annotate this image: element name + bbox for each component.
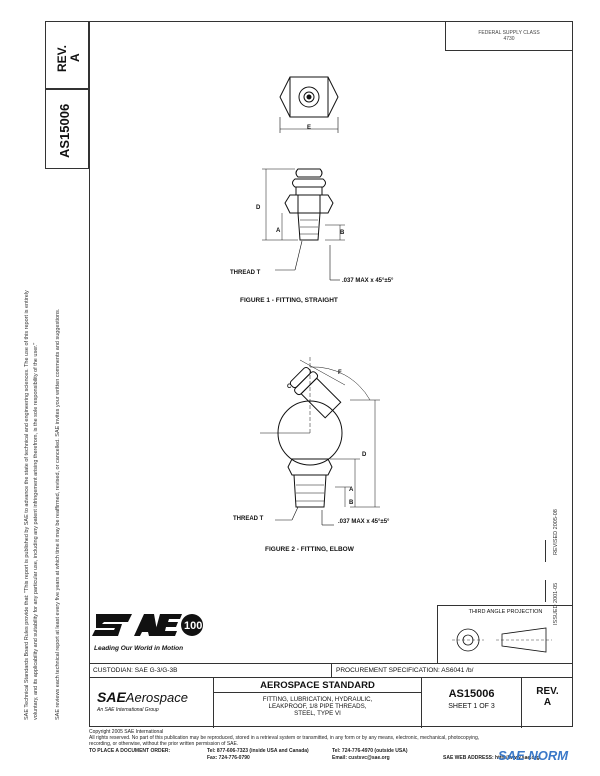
footer-web: SAE WEB ADDRESS: http://www.sae.org — [443, 754, 540, 761]
logo-tagline: Leading Our World in Motion — [94, 645, 184, 652]
heading-cell: AEROSPACE STANDARD FITTING, LUBRICATION,… — [214, 678, 422, 728]
code-box-line1: FEDERAL SUPPLY CLASS — [478, 30, 540, 36]
fig1-side-view — [262, 168, 345, 281]
drawing-frame — [89, 21, 573, 727]
sheet-number: SHEET 1 OF 3 — [448, 703, 495, 710]
desc-line-1: FITTING, LUBRICATION, HYDRAULIC, — [262, 696, 373, 703]
sae100-logo: 100 Leading Our World in Motion — [92, 608, 210, 653]
watermark-text: SAE NORM — [498, 748, 569, 763]
footer-tel2: Tel: 724-776-4970 (outside USA) — [332, 747, 408, 754]
rev-cell: REV. A — [522, 678, 573, 728]
dim-f-label: F — [338, 370, 342, 376]
brand-cell: SAEAerospace An SAE International Group — [89, 678, 214, 728]
svg-text:100: 100 — [184, 620, 202, 632]
docnum-box — [45, 89, 89, 169]
rev-box — [45, 21, 89, 89]
projection-symbol — [452, 627, 552, 653]
title-block: CUSTODIAN: SAE G-3/G-3B PROCUREMENT SPEC… — [89, 663, 573, 728]
revised-date: REVISED 2005-08 — [553, 509, 559, 555]
rev-value: A — [68, 53, 82, 62]
footer: Copyright 2005 SAE International All rig… — [89, 729, 589, 762]
figures-svg — [260, 76, 380, 526]
side-notice-3: SAE reviews each technical report at lea… — [55, 308, 61, 720]
dim-b-label: B — [340, 230, 345, 236]
custodian-cell: CUSTODIAN: SAE G-3/G-3B — [89, 664, 332, 678]
side-notice-2: voluntary, and its applicability and sui… — [33, 342, 39, 720]
desc-line-2: LEAKPROOF, 1/8 PIPE THREADS, — [268, 703, 367, 710]
footer-rights: All rights reserved. No part of this pub… — [89, 735, 480, 742]
brand-aerospace: Aerospace — [125, 690, 188, 705]
footer-order: TO PLACE A DOCUMENT ORDER: — [89, 747, 171, 754]
footer-copyright: Copyright 2005 SAE International — [89, 729, 164, 735]
projection-box: THIRD ANGLE PROJECTION — [437, 605, 573, 663]
thread-label-2: THREAD T — [233, 516, 264, 522]
code-box-line2: 4730 — [503, 36, 515, 42]
dim-c-label: C — [287, 384, 292, 390]
watermark: SAE NORM — [498, 748, 568, 763]
rev-label: REV. — [55, 45, 69, 72]
dim-a-label: A — [276, 228, 281, 234]
desc-line-3: STEEL, TYPE VI — [294, 710, 341, 717]
standard-heading: AEROSPACE STANDARD — [214, 678, 421, 693]
fig1-hex-view — [279, 76, 339, 133]
dim-d-label: D — [256, 205, 261, 211]
dim-e-label: E — [307, 125, 312, 131]
figure-2-caption: FIGURE 2 - FITTING, ELBOW — [265, 546, 354, 553]
rev-value-block: A — [543, 697, 552, 708]
date-divider-2 — [545, 580, 546, 602]
footer-email: Email: custsvc@sae.org — [332, 754, 390, 761]
procurement-cell: PROCUREMENT SPECIFICATION: AS6041 /b/ — [332, 664, 573, 678]
chamfer-label-2: .037 MAX x 45°±5° — [338, 519, 390, 525]
sae100-logo-mark: 100 — [92, 614, 203, 636]
dim-d2-label: D — [362, 452, 367, 458]
thread-label-1: THREAD T — [230, 270, 261, 276]
date-divider — [545, 540, 546, 562]
dim-b2-label: B — [349, 500, 354, 506]
fig2-elbow-view — [260, 355, 380, 526]
projection-title: THIRD ANGLE PROJECTION — [468, 609, 543, 615]
brand-sae: SAE — [97, 689, 126, 705]
footer-tel1: Tel: 877-606-7323 (inside USA and Canada… — [207, 747, 309, 754]
doc-number: AS15006 — [448, 688, 495, 700]
code-box: FEDERAL SUPPLY CLASS 4730 — [445, 21, 573, 51]
procurement-text: PROCUREMENT SPECIFICATION: AS6041 /b/ — [336, 667, 474, 674]
docnum-cell: AS15006 SHEET 1 OF 3 — [422, 678, 522, 728]
footer-rights-2: recording, or otherwise, without the pri… — [89, 741, 239, 748]
side-notice-1: SAE Technical Standards Board Rules prov… — [24, 290, 30, 720]
brand-sub: An SAE International Group — [97, 707, 159, 713]
chamfer-label-1: .037 MAX x 45°±5° — [342, 278, 394, 284]
figure-1-caption: FIGURE 1 - FITTING, STRAIGHT — [240, 297, 338, 304]
doc-number-side: AS15006 — [57, 103, 72, 158]
custodian-text: CUSTODIAN: SAE G-3/G-3B — [93, 667, 178, 674]
dim-a2-label: A — [349, 487, 354, 493]
footer-fax: Fax: 724-776-0790 — [207, 754, 250, 761]
rev-label-block: REV. — [536, 686, 559, 697]
